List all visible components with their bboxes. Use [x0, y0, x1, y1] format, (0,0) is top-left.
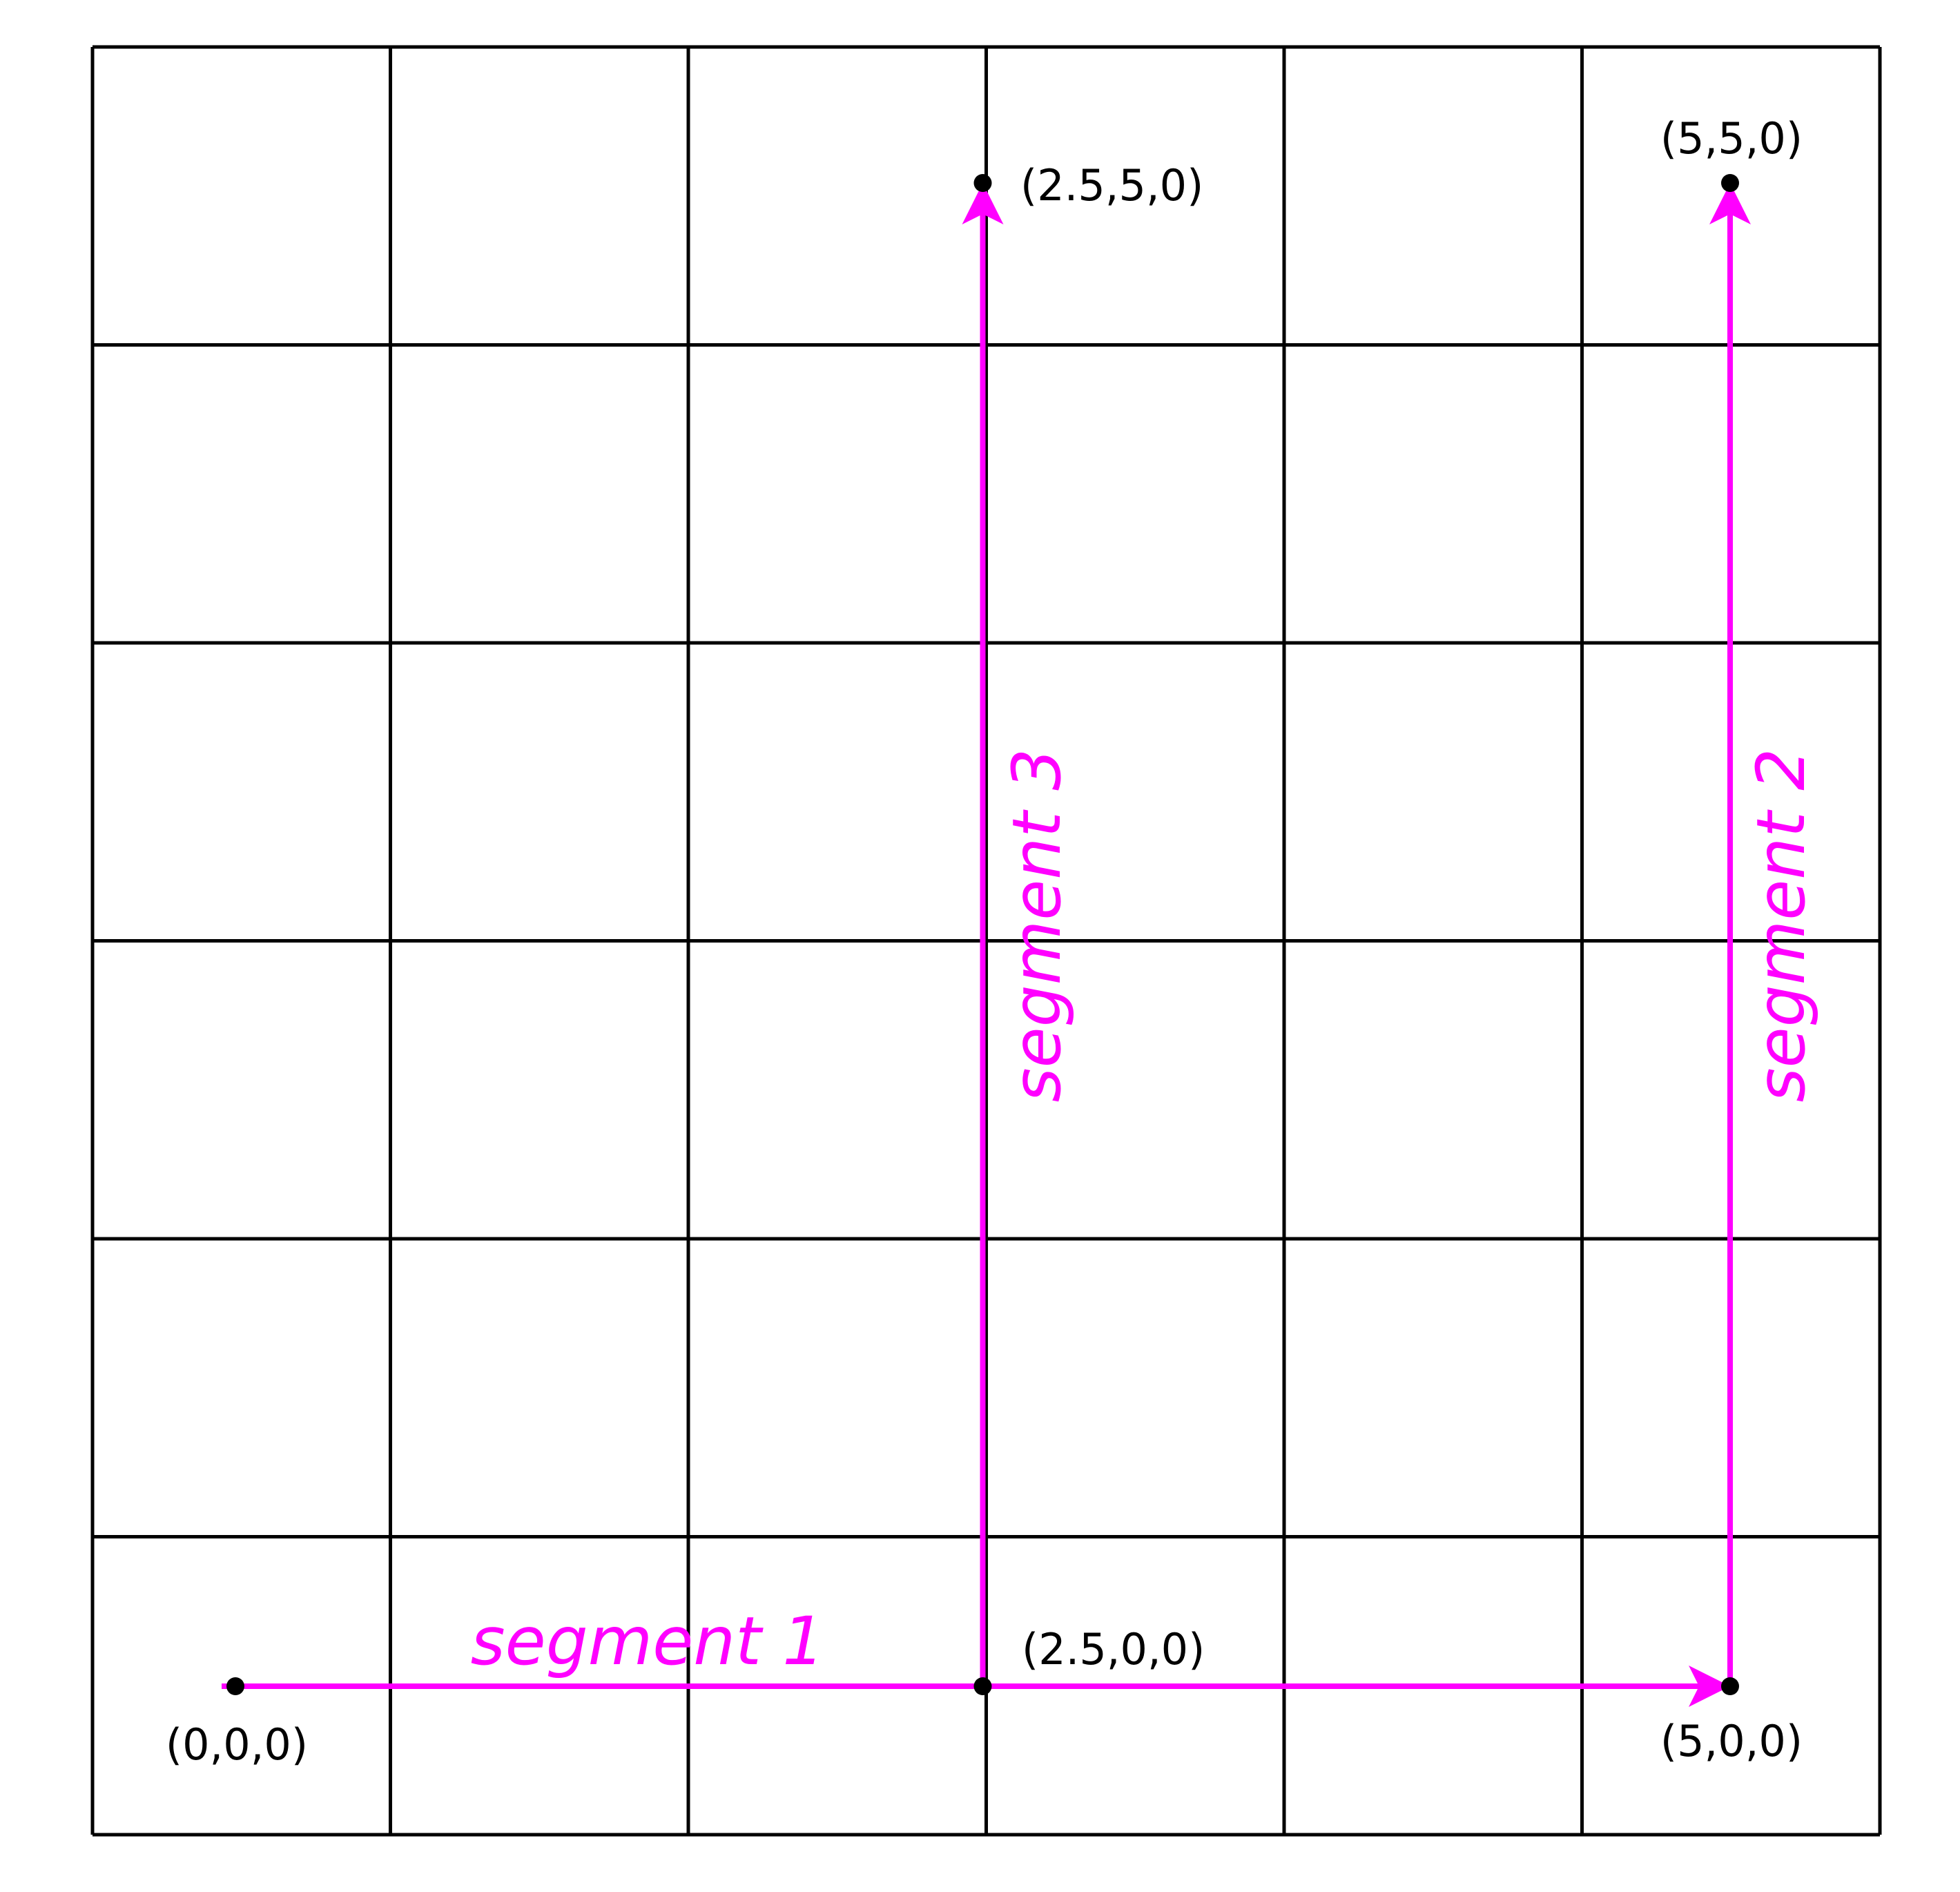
- point-mid-bottom-dot: [973, 1677, 992, 1695]
- label-right-top: (5,5,0): [1660, 113, 1803, 164]
- point-origin-dot: [226, 1677, 244, 1695]
- label-mid-bottom: (2.5,0,0): [1022, 1624, 1205, 1674]
- segment-3-label: segment 3: [998, 749, 1076, 1103]
- label-origin: (0,0,0): [166, 1719, 308, 1770]
- point-right-bottom-dot: [1721, 1677, 1739, 1695]
- segment-2-label: segment 2: [1743, 749, 1820, 1103]
- grid: [90, 45, 1882, 1837]
- point-mid-top-dot: [973, 174, 992, 192]
- points: [226, 174, 1739, 1695]
- point-labels: (0,0,0) (2.5,0,0) (5,0,0) (2.5,5,0) (5,5…: [166, 113, 1803, 1770]
- point-right-top-dot: [1721, 174, 1739, 192]
- segments: [222, 183, 1751, 1707]
- segment-1-label: segment 1: [471, 1603, 825, 1680]
- segment-labels: segment 1 segment 3 segment 2: [471, 749, 1820, 1680]
- label-mid-top: (2.5,5,0): [1020, 160, 1203, 211]
- label-right-bottom: (5,0,0): [1660, 1716, 1803, 1766]
